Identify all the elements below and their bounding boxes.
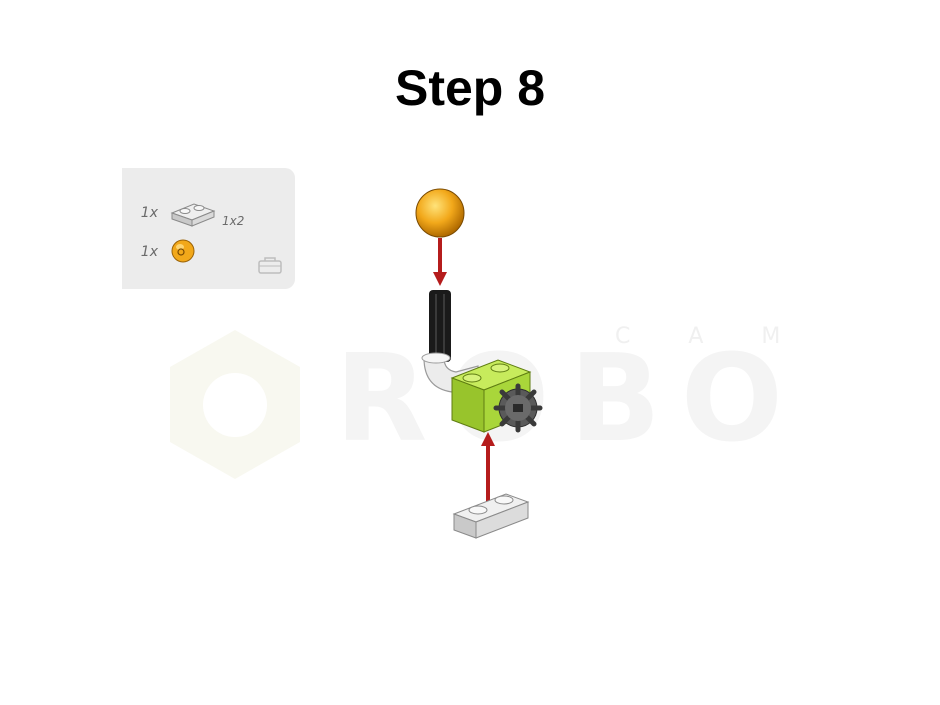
watermark-hexagon-hole <box>203 373 267 437</box>
part-quantity: 1x <box>140 205 158 221</box>
model-illustration <box>415 188 543 539</box>
watermark-small-text: CAMP <box>615 324 820 349</box>
parts-list-panel: 1x 1x2 1x <box>122 168 295 289</box>
plate-1x2-icon <box>170 203 216 227</box>
step-title: Step 8 <box>394 60 546 116</box>
axle-part <box>429 290 451 362</box>
part-row-plate: 1x <box>122 198 216 228</box>
part-quantity: 1x <box>140 244 158 260</box>
ball-icon <box>171 239 195 263</box>
part-size-label: 1x2 <box>222 214 245 228</box>
box-icon <box>258 257 282 274</box>
watermark-big-text: ROBO <box>335 330 803 469</box>
watermark-logo: CAMP ROBO <box>170 324 820 479</box>
ball-part <box>415 188 465 238</box>
insert-arrow-up <box>481 432 495 508</box>
gear-part <box>493 383 543 433</box>
plate-part <box>452 493 530 539</box>
part-row-ball: 1x <box>122 238 198 266</box>
insert-arrow-down <box>433 238 447 286</box>
